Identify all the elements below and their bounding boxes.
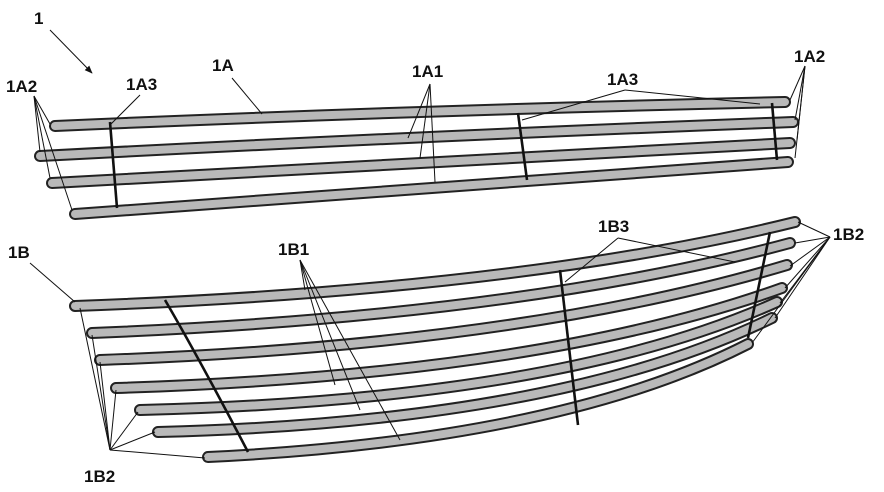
label-lower-ends-right: 1B2 (833, 225, 864, 244)
upper-grille (34, 96, 799, 220)
leader-lines (29, 29, 831, 459)
lower-tie-right (746, 231, 772, 339)
upper-tie-middle (516, 112, 529, 181)
lower-rod-3 (94, 259, 793, 366)
label-lower-ties: 1B3 (598, 217, 629, 236)
assembly-arrow (49, 29, 93, 74)
label-assembly: 1 (34, 9, 43, 28)
lower-grille (69, 216, 801, 463)
upper-rod-4 (69, 156, 794, 220)
label-upper-ties-left: 1A3 (126, 75, 157, 94)
lower-rod-1 (69, 216, 801, 312)
label-lower-ends-bottom: 1B2 (84, 467, 115, 486)
reference-labels: 1 1A 1A1 1A2 1A2 1A3 1A3 1B 1B1 1B3 1B2 … (6, 9, 864, 486)
upper-rod-1 (49, 96, 791, 132)
lower-rod-2 (86, 237, 796, 339)
label-upper-ends-right: 1A2 (794, 47, 825, 66)
upper-rod-2 (34, 116, 799, 162)
label-lower-grille: 1B (8, 243, 30, 262)
lower-rod-5 (134, 296, 783, 416)
lower-rod-7 (202, 338, 754, 463)
lower-tie-left (163, 299, 250, 453)
upper-tie-right (770, 102, 779, 161)
label-upper-rods: 1A1 (412, 62, 443, 81)
label-lower-rods: 1B1 (278, 240, 309, 259)
lower-tie-middle (558, 269, 580, 426)
upper-tie-left (108, 121, 119, 209)
label-upper-ends-left: 1A2 (6, 77, 37, 96)
label-upper-ties-right: 1A3 (607, 70, 638, 89)
upper-rod-3 (46, 137, 796, 189)
label-upper-grille: 1A (212, 56, 234, 75)
lower-rod-6 (152, 312, 778, 438)
lower-rod-4 (110, 282, 788, 394)
